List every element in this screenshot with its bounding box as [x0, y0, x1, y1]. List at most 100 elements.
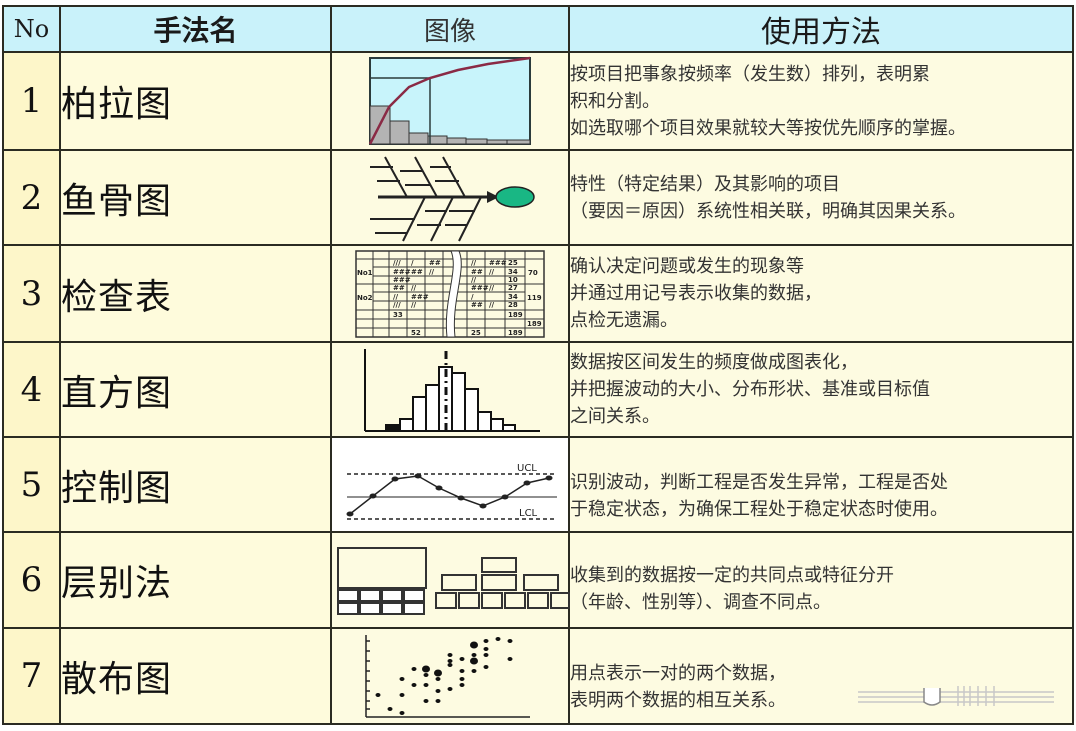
- usage-text: 确认决定问题或发生的现象等 并通过用记号表示收集的数据， 点检无遗漏。: [568, 244, 1074, 343]
- svg-text:###: ###: [411, 293, 429, 301]
- method-name: 鱼骨图: [59, 149, 332, 246]
- svg-text://: //: [471, 276, 477, 284]
- usage-text: 按项目把事象按频率（发生数）排列，表明累 积和分割。 如选取哪个项目效果就较大等…: [568, 51, 1074, 151]
- svg-text://: //: [489, 284, 495, 292]
- usage-line: 点检无遗漏。: [570, 310, 678, 331]
- method-name: 柏拉图: [59, 51, 332, 151]
- svg-text://: //: [471, 259, 477, 267]
- stratification-icon: [337, 547, 570, 615]
- svg-text:###: ###: [471, 284, 489, 292]
- svg-text:189: 189: [527, 320, 542, 328]
- usage-line: （要因＝原因）系统性相关联，明确其因果关系。: [570, 200, 966, 222]
- method-image: [330, 627, 570, 725]
- svg-text:###: ###: [393, 276, 411, 284]
- row-number: 2: [2, 149, 61, 246]
- svg-text:189: 189: [508, 311, 523, 319]
- table-row: 1 柏拉图 按项目把事象按频率（发生数）排列，表明累 积和分割。 如选取哪个项目…: [2, 51, 1074, 151]
- watermark-icon: [858, 686, 1054, 706]
- svg-text:/: /: [411, 259, 414, 267]
- svg-text://: //: [489, 301, 495, 309]
- svg-text:28: 28: [508, 301, 518, 309]
- table-row: 2 鱼骨图: [2, 149, 1074, 246]
- svg-text:119: 119: [527, 294, 542, 302]
- method-image: [330, 341, 570, 438]
- usage-line: 如选取哪个项目效果就较大等按优先顺序的掌握。: [570, 117, 966, 139]
- header-usage: 使用方法: [568, 5, 1074, 53]
- method-name: 散布图: [59, 627, 332, 725]
- scatter-diagram-icon: [365, 635, 530, 718]
- table-row: 4 直方图: [2, 341, 1074, 438]
- method-image: [330, 51, 570, 151]
- svg-text:No1: No1: [357, 269, 373, 277]
- svg-text:##: ##: [411, 268, 423, 276]
- ucl-label: UCL: [517, 463, 537, 474]
- usage-line: 按项目把事象按频率（发生数）排列，表明累: [570, 63, 930, 85]
- usage-line: 收集到的数据按一定的共同点或特征分开: [570, 565, 894, 586]
- table-row: 7 散布图: [2, 627, 1074, 725]
- row-number: 7: [2, 627, 61, 725]
- svg-text:###: ###: [489, 259, 507, 267]
- method-image: UCL LCL: [330, 436, 570, 533]
- svg-text://: //: [393, 293, 399, 301]
- method-image: [330, 149, 570, 246]
- qc-seven-tools-table: No 手法名 图像 使用方法 1 柏拉图 按项目把事象: [2, 5, 1074, 725]
- svg-text://: //: [489, 268, 495, 276]
- row-number: 3: [2, 244, 61, 343]
- method-name: 控制图: [59, 436, 332, 533]
- usage-line: 数据按区间发生的频度做成图表化，: [570, 352, 858, 373]
- method-image: ////##//###25 #####//##//34 ###//10 ##//…: [330, 244, 570, 343]
- svg-text:70: 70: [528, 269, 538, 277]
- svg-text:34: 34: [508, 268, 518, 276]
- check-sheet-icon: ////##//###25 #####//##//34 ###//10 ##//…: [355, 249, 545, 338]
- usage-line: 表明两个数据的相互关系。: [570, 690, 786, 711]
- usage-line: （年龄、性别等）、调查不同点。: [570, 592, 831, 613]
- usage-line: 识别波动，判断工程是否发生异常，工程是否处: [570, 471, 948, 493]
- row-number: 4: [2, 341, 61, 438]
- svg-text:///: ///: [393, 259, 401, 267]
- svg-text:189: 189: [508, 329, 523, 337]
- method-name: 直方图: [59, 341, 332, 438]
- method-name: 检查表: [59, 244, 332, 343]
- usage-line: 特性（特定结果）及其影响的项目: [570, 173, 840, 195]
- header-row: No 手法名 图像 使用方法: [2, 5, 1074, 53]
- control-chart-icon: UCL LCL: [346, 463, 557, 520]
- usage-line: 积和分割。: [570, 90, 660, 112]
- usage-text: 特性（特定结果）及其影响的项目 （要因＝原因）系统性相关联，明确其因果关系。: [568, 149, 1074, 246]
- svg-text://: //: [411, 301, 417, 309]
- header-image: 图像: [330, 5, 570, 53]
- usage-line: 用点表示一对的两个数据，: [570, 663, 786, 684]
- row-number: 6: [2, 531, 61, 629]
- usage-text: 用点表示一对的两个数据， 表明两个数据的相互关系。: [568, 627, 1074, 725]
- svg-text:33: 33: [393, 311, 403, 319]
- usage-text: 数据按区间发生的频度做成图表化， 并把握波动的大小、分布形状、基准或目标值 之间…: [568, 341, 1074, 438]
- pareto-chart-icon: [368, 56, 531, 145]
- svg-text:/: /: [471, 293, 474, 301]
- svg-text:##: ##: [393, 284, 405, 292]
- svg-text:27: 27: [508, 284, 518, 292]
- lcl-label: LCL: [519, 508, 538, 519]
- usage-line: 并把握波动的大小、分布形状、基准或目标值: [570, 379, 930, 400]
- svg-text:##: ##: [471, 268, 483, 276]
- svg-text:///: ///: [393, 301, 401, 309]
- table-row: 6 层别法 收集到的数据按一定的共同点或特征分开 （年: [2, 531, 1074, 629]
- method-name: 层别法: [59, 531, 332, 629]
- svg-text:25: 25: [471, 329, 481, 337]
- header-method-name: 手法名: [59, 5, 332, 53]
- usage-text: 识别波动，判断工程是否发生异常，工程是否处 于稳定状态，为确保工程处于稳定状态时…: [568, 436, 1074, 533]
- usage-line: 于稳定状态，为确保工程处于稳定状态时使用。: [570, 498, 948, 520]
- usage-line: 确认决定问题或发生的现象等: [570, 256, 804, 277]
- svg-text://: //: [411, 284, 417, 292]
- row-number: 1: [2, 51, 61, 151]
- svg-text:##: ##: [429, 259, 441, 267]
- method-image: [330, 531, 570, 629]
- svg-text:###: ###: [393, 268, 411, 276]
- row-number: 5: [2, 436, 61, 533]
- table-row: 5 控制图 UCL LCL 识别波动，判断工程是否发生异常，工程是否处: [2, 436, 1074, 533]
- table-row: 3 检查表: [2, 244, 1074, 343]
- usage-line: 之间关系。: [570, 406, 660, 427]
- svg-text://: //: [429, 268, 435, 276]
- usage-line: 并通过用记号表示收集的数据，: [570, 283, 822, 304]
- svg-text:52: 52: [411, 329, 421, 337]
- header-no: No: [2, 5, 61, 53]
- svg-text:34: 34: [508, 293, 518, 301]
